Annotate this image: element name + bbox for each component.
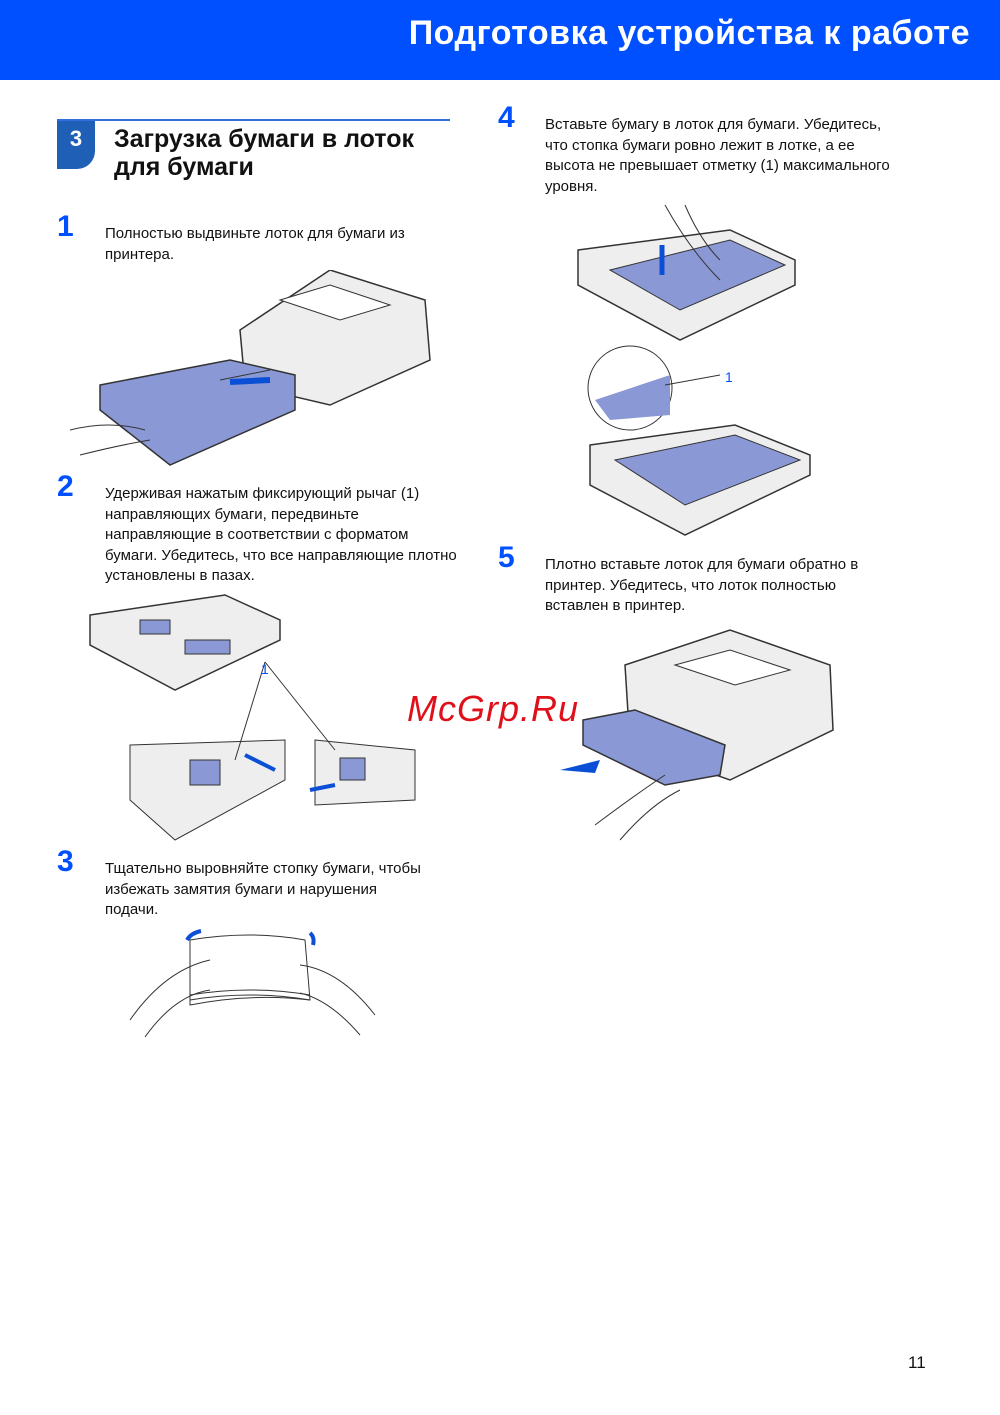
watermark: McGrp.Ru [407, 688, 580, 729]
step-1-number: 1 [57, 210, 74, 243]
step-2-callout: 1 [261, 661, 269, 677]
section-title: Загрузка бумаги в лоток для бумаги [114, 125, 414, 181]
printer-tray-out-illustration [70, 270, 431, 466]
step-2-text: Удерживая нажатым фиксирующий рычаг (1) … [105, 485, 457, 584]
header-title: Подготовка устройства к работе [408, 14, 970, 52]
paper-stack-illustration [129, 929, 376, 1038]
paper-guides-illustration: 1 [89, 594, 416, 841]
step-3-number: 3 [57, 845, 74, 878]
section-number-badge: 3 [57, 121, 95, 169]
step-5-number: 5 [498, 541, 515, 574]
step-4-number: 4 [498, 101, 515, 134]
paper-load-illustration: 1 [577, 204, 811, 536]
page-number: 11 [908, 1353, 926, 1372]
tray-insert-illustration [560, 629, 834, 841]
step-4-text: Вставьте бумагу в лоток для бумаги. Убед… [545, 116, 890, 195]
step-1-text: Полностью выдвиньте лоток для бумаги из … [105, 225, 405, 263]
step-3-text: Тщательно выровняйте стопку бумаги, чтоб… [105, 860, 421, 918]
step-4-callout: 1 [725, 369, 733, 385]
step-5-text: Плотно вставьте лоток для бумаги обратно… [545, 556, 859, 614]
page-header: Подготовка устройства к работе [0, 0, 1000, 80]
step-2-number: 2 [57, 470, 74, 503]
section-rule [57, 119, 450, 121]
